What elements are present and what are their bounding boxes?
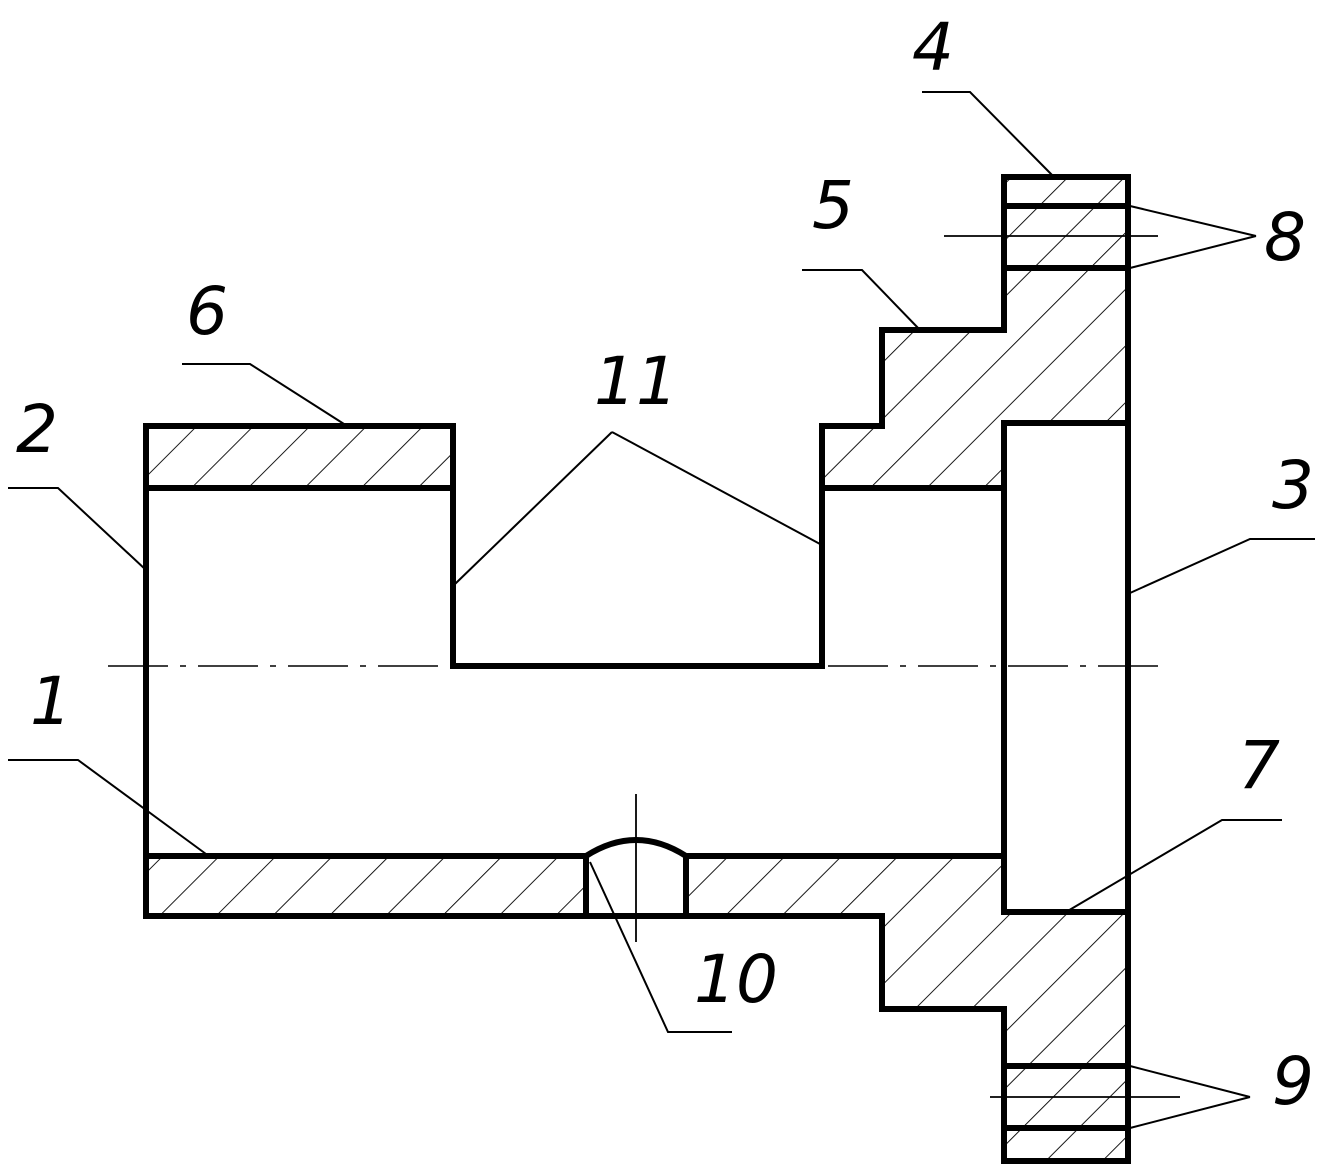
hatch-upper-flange bbox=[822, 268, 1128, 488]
leader-11b bbox=[611, 431, 821, 545]
hatch-bottom-wall-left bbox=[146, 856, 586, 916]
leader-6 bbox=[182, 363, 345, 425]
leader-4 bbox=[922, 91, 1055, 178]
leader-2 bbox=[8, 487, 147, 571]
callout-3: 3 bbox=[1272, 447, 1314, 524]
callout-9: 9 bbox=[1272, 1043, 1314, 1120]
hatch-bottom-wall-right bbox=[686, 856, 1004, 916]
hatch-bottom-hole-9-tail bbox=[1004, 1128, 1128, 1161]
hatch-top-hole-8-inner bbox=[1004, 206, 1128, 268]
outer-contour bbox=[143, 174, 1131, 1164]
hatch-top-hole-8 bbox=[1004, 177, 1128, 206]
leader-lines bbox=[8, 91, 1315, 1129]
callout-8: 8 bbox=[1264, 199, 1306, 276]
leader-7 bbox=[1065, 819, 1282, 913]
leader-3 bbox=[1129, 538, 1315, 594]
leader-10 bbox=[589, 861, 732, 1033]
callout-2: 2 bbox=[16, 391, 58, 468]
part-outline bbox=[143, 174, 1131, 1164]
flange-recess-bottom bbox=[1001, 853, 1131, 915]
leader-8a bbox=[1129, 205, 1257, 237]
leader-5 bbox=[802, 269, 921, 331]
leader-9a bbox=[1129, 1065, 1251, 1098]
hatched-sections bbox=[146, 177, 1128, 1161]
hatch-lower-flange bbox=[882, 912, 1128, 1066]
hole-10-cap bbox=[581, 837, 691, 861]
leader-9b bbox=[1129, 1096, 1251, 1129]
callout-11: 11 bbox=[594, 343, 678, 420]
callout-1: 1 bbox=[30, 663, 72, 740]
callout-5: 5 bbox=[812, 167, 854, 244]
hatch-top-left-wall bbox=[146, 426, 453, 488]
leader-1 bbox=[8, 759, 207, 855]
callout-7: 7 bbox=[1238, 727, 1280, 804]
leader-11a bbox=[454, 431, 613, 585]
callout-4: 4 bbox=[912, 9, 954, 86]
flange-recess bbox=[1001, 420, 1131, 491]
callout-6: 6 bbox=[186, 273, 228, 350]
leader-8b bbox=[1129, 235, 1257, 269]
callout-10: 10 bbox=[694, 941, 778, 1018]
callout-labels: 1 2 3 4 5 6 7 8 9 10 11 bbox=[16, 9, 1314, 1120]
